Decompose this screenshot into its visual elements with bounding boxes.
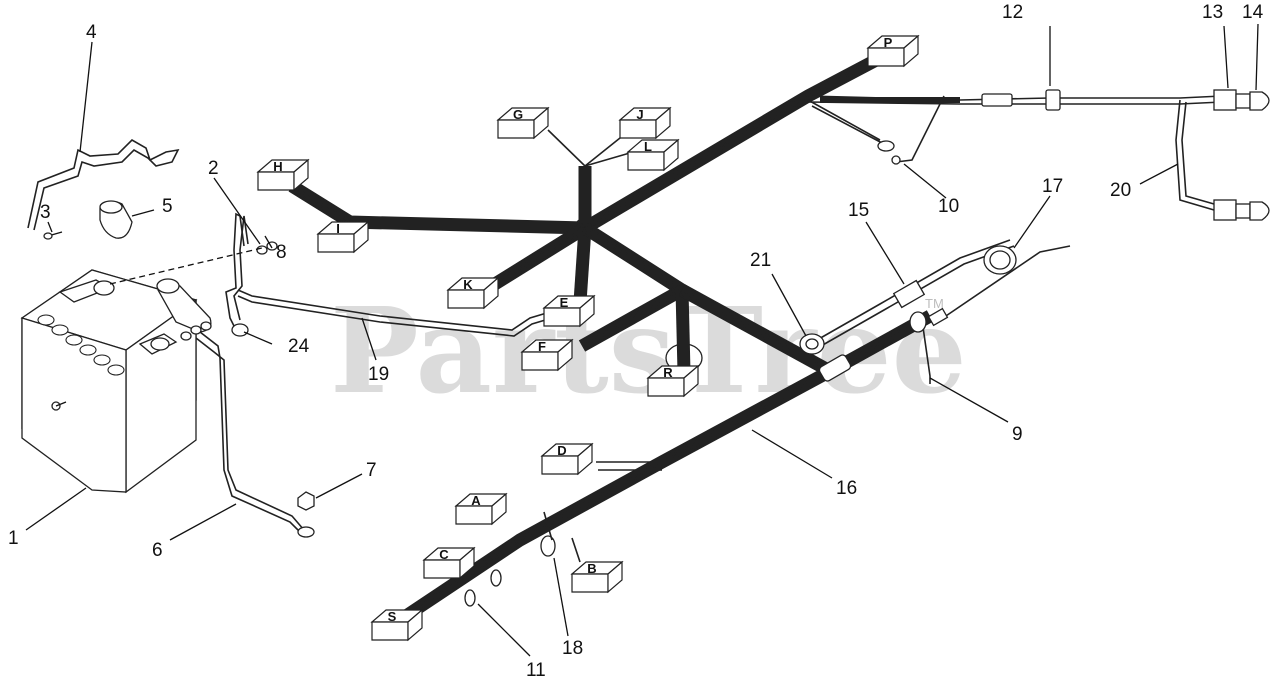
switch-harness bbox=[809, 239, 1011, 345]
callout-17: 17 bbox=[1042, 176, 1063, 197]
headlight-top bbox=[1213, 89, 1270, 111]
inline-connector bbox=[981, 93, 1013, 107]
connector-label: E bbox=[560, 295, 569, 310]
starter-cable bbox=[237, 289, 551, 331]
ground-wire bbox=[895, 95, 945, 163]
callout-12: 12 bbox=[1002, 2, 1023, 23]
callout-15: 15 bbox=[848, 200, 869, 221]
callout-20: 20 bbox=[1110, 180, 1131, 201]
callout-1: 1 bbox=[8, 528, 19, 549]
connector-label: R bbox=[663, 365, 673, 380]
callout-numbers: 4 2 3 5 8 24 19 1 6 7 12 13 14 10 20 15 … bbox=[8, 2, 1264, 681]
connector-label: G bbox=[513, 107, 523, 122]
connector-f: F bbox=[520, 338, 574, 372]
headlight-bottom bbox=[1213, 199, 1270, 221]
hold-down-rod bbox=[27, 139, 180, 231]
callout-2: 2 bbox=[208, 158, 219, 179]
callout-4: 4 bbox=[86, 22, 97, 43]
connector-p: P bbox=[866, 34, 920, 68]
connector-label: I bbox=[336, 221, 340, 236]
connector-label: H bbox=[273, 159, 282, 174]
callout-21: 21 bbox=[750, 250, 771, 271]
connector-k: K bbox=[446, 276, 500, 310]
connector-label: C bbox=[439, 547, 449, 562]
callout-13: 14 bbox=[1242, 2, 1264, 23]
positive-cable bbox=[225, 212, 245, 331]
connector-label: A bbox=[471, 493, 481, 508]
connector-label: F bbox=[538, 339, 546, 354]
connector-label: S bbox=[388, 609, 397, 624]
callout-5: 5 bbox=[162, 196, 173, 217]
callout-7: 7 bbox=[366, 460, 377, 481]
connector-e: E bbox=[542, 294, 596, 328]
battery-bolt bbox=[43, 231, 63, 240]
callout-6: 6 bbox=[152, 540, 163, 561]
connector-label: K bbox=[463, 277, 473, 292]
callout-18: 18 bbox=[562, 638, 583, 659]
connector-label: P bbox=[884, 35, 893, 50]
callout-11: 11 bbox=[526, 660, 546, 681]
battery-cover bbox=[99, 200, 133, 239]
connector-c: C bbox=[422, 546, 476, 580]
harness-clip bbox=[540, 535, 556, 557]
connector-h: H bbox=[256, 158, 310, 192]
connector-label: L bbox=[644, 139, 652, 154]
callout-14: 13 bbox=[1202, 2, 1223, 23]
nut bbox=[297, 491, 315, 511]
battery bbox=[20, 269, 198, 494]
connector-label: B bbox=[587, 561, 596, 576]
connector-label: D bbox=[557, 443, 566, 458]
callout-19: 19 bbox=[368, 364, 389, 385]
callout-3: 3 bbox=[40, 202, 51, 223]
connector-i: I bbox=[316, 220, 370, 254]
callout-8: 8 bbox=[276, 242, 287, 263]
connector-a: A bbox=[454, 492, 508, 526]
connector-r: R bbox=[646, 364, 700, 398]
callout-9: 9 bbox=[1012, 424, 1023, 445]
callout-10: 10 bbox=[938, 196, 959, 217]
connector-label: J bbox=[636, 107, 643, 122]
connector-j: J bbox=[618, 106, 672, 140]
connector-d: D bbox=[540, 442, 594, 476]
negative-cable bbox=[195, 337, 305, 531]
trademark: TM bbox=[925, 296, 944, 311]
callout-leaders bbox=[25, 23, 1259, 657]
connector-s: S bbox=[370, 608, 424, 642]
connector-g: G bbox=[496, 106, 550, 140]
callout-16: 16 bbox=[836, 478, 857, 499]
terminal-boot bbox=[156, 278, 212, 333]
callout-24: 24 bbox=[288, 336, 310, 357]
connector-b: B bbox=[570, 560, 624, 594]
connector-l: L bbox=[626, 138, 680, 172]
